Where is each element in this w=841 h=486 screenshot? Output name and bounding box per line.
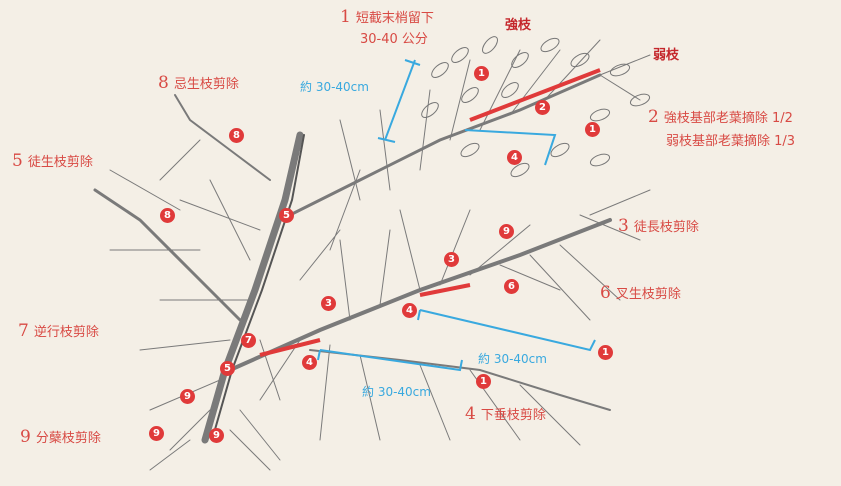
label-2-line2: 弱枝基部老葉摘除 1/3 bbox=[666, 130, 795, 149]
branch-lower bbox=[310, 350, 610, 410]
measure-label-2: 約 30-40cm bbox=[478, 350, 547, 367]
marker-5a: 5 bbox=[279, 208, 294, 223]
measure-1 bbox=[378, 60, 420, 142]
marker-1b: 1 bbox=[585, 122, 600, 137]
branch-upper-left bbox=[175, 95, 270, 180]
marker-3b: 3 bbox=[321, 296, 336, 311]
tree-branches bbox=[95, 40, 650, 470]
measure-lines bbox=[318, 60, 595, 370]
marker-8a: 8 bbox=[229, 128, 244, 143]
marker-1e: 1 bbox=[476, 374, 491, 389]
marker-9d: 9 bbox=[209, 428, 224, 443]
main-trunk bbox=[205, 135, 300, 440]
marker-6: 6 bbox=[504, 279, 519, 294]
marker-1d: 1 bbox=[598, 345, 613, 360]
marker-1a: 1 bbox=[474, 66, 489, 81]
marker-8b: 8 bbox=[160, 208, 175, 223]
marker-4a: 4 bbox=[507, 150, 522, 165]
twigs bbox=[110, 40, 650, 470]
measure-4 bbox=[318, 350, 462, 370]
marker-4c: 4 bbox=[302, 355, 317, 370]
marker-3a: 3 bbox=[444, 252, 459, 267]
marker-9a: 9 bbox=[499, 224, 514, 239]
marker-2: 2 bbox=[535, 100, 550, 115]
marker-9b: 9 bbox=[180, 389, 195, 404]
branch-upper-right bbox=[280, 75, 600, 220]
marker-5b: 5 bbox=[220, 361, 235, 376]
marker-7: 7 bbox=[241, 333, 256, 348]
measure-3 bbox=[418, 310, 595, 350]
measure-label-1: 約 30-40cm bbox=[300, 78, 369, 95]
tag-weak: 弱枝 bbox=[653, 44, 679, 63]
measure-label-3: 約 30-40cm bbox=[362, 383, 431, 400]
marker-9c: 9 bbox=[149, 426, 164, 441]
tag-strong: 強枝 bbox=[505, 14, 531, 33]
label-1-sub: 30-40 公分 bbox=[360, 28, 428, 47]
marker-4b: 4 bbox=[402, 303, 417, 318]
